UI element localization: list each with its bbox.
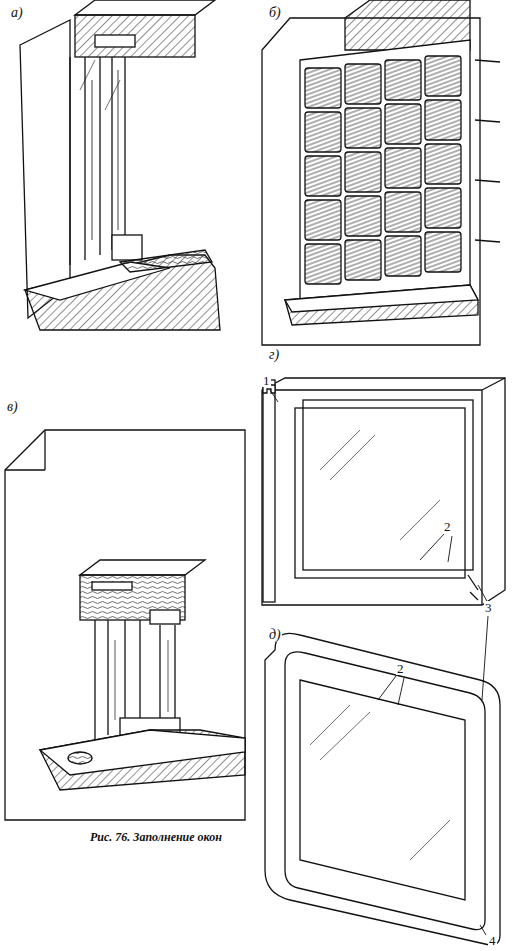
glass-block [305, 156, 341, 196]
glass-block [425, 232, 461, 272]
glass-block [385, 104, 421, 144]
glass-block [425, 188, 461, 228]
glass-block [425, 100, 461, 140]
glass-block [305, 200, 341, 240]
glass-block [385, 192, 421, 232]
drawing-a [20, 0, 220, 330]
glass-block [385, 236, 421, 276]
figure-caption: Рис. 76. Заполнение окон [88, 830, 224, 845]
leader-lines [270, 390, 488, 935]
figure-letter: в) [6, 400, 19, 414]
glass-block [385, 60, 421, 100]
callout-number: 4 [488, 934, 497, 947]
callout-number: 1 [262, 374, 271, 387]
callout-number: 2 [396, 662, 405, 675]
figure-letter: г) [268, 348, 280, 362]
glass-block [345, 152, 381, 192]
glass-block [345, 240, 381, 280]
drawing-d [262, 378, 505, 605]
figure-letter: д) [268, 628, 282, 642]
drawing-b [262, 0, 500, 345]
glass-block [385, 148, 421, 188]
glass-block [345, 196, 381, 236]
glass-block [425, 56, 461, 96]
glass-block [305, 68, 341, 108]
glass-block [425, 144, 461, 184]
glass-block [345, 64, 381, 104]
figure-letter: а) [10, 6, 24, 20]
glass-block [345, 108, 381, 148]
glass-block [305, 244, 341, 284]
callout-number: 3 [484, 601, 493, 614]
glass-block [305, 112, 341, 152]
drawing-c [5, 430, 245, 820]
drawing-e [265, 633, 500, 945]
callout-number: 2 [443, 520, 452, 533]
figure-letter: б) [268, 6, 282, 20]
